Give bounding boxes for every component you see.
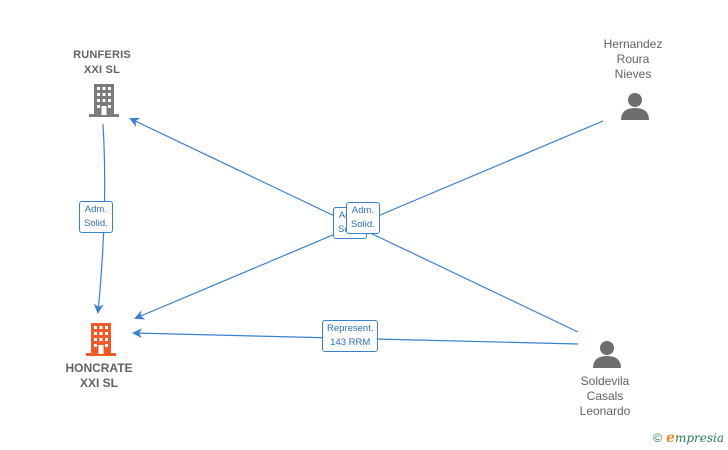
person-name-line: Nieves (614, 67, 652, 81)
person-name-line: Soldevila (580, 374, 630, 388)
company-label-honcrate[interactable]: HONCRATE XXI SL (58, 361, 140, 391)
empresia-logo: © empresia (653, 430, 724, 446)
person-name-line: Hernandez (603, 37, 663, 51)
person-name-line: Leonardo (579, 404, 631, 418)
person-icon (593, 341, 621, 368)
copyright-symbol: © (653, 431, 663, 445)
person-name-line: Roura (616, 52, 650, 66)
person-name-line: Casals (586, 389, 624, 403)
edge-label-line: Adm. (84, 204, 107, 215)
brand-wordmark: empresia (666, 430, 724, 446)
brand-rest: mpresia (674, 431, 724, 445)
brand-e: e (666, 430, 675, 446)
person-label-soldevila[interactable]: Soldevila Casals Leonardo (565, 374, 645, 419)
edge-label-soldevila-honcrate[interactable]: Represent. 143 RRM (322, 320, 379, 352)
edge-label-line: 143 RRM (330, 337, 371, 348)
company-name-line: HONCRATE (65, 361, 133, 375)
company-name-line: RUNFERIS (73, 49, 131, 61)
edge-label-runferis-honcrate[interactable]: Adm. Solid. (79, 201, 113, 233)
edge-label-line: Solid. (351, 219, 375, 230)
edge-label-line: Represent. (327, 323, 374, 334)
edge-label-line: Solid. (84, 218, 108, 229)
edge-label-line: Adm. (351, 205, 374, 216)
company-name-line: XXI SL (79, 376, 118, 390)
building-icon (89, 84, 119, 117)
person-label-hernandez[interactable]: Hernandez Roura Nieves (593, 37, 673, 82)
edge-label-hernandez-honcrate[interactable]: Adm. Solid. (346, 202, 380, 234)
building-icon-main (86, 323, 116, 356)
person-icon (621, 93, 649, 120)
company-label-runferis[interactable]: RUNFERIS XXI SL (62, 48, 142, 78)
company-name-line: XXI SL (83, 64, 121, 76)
